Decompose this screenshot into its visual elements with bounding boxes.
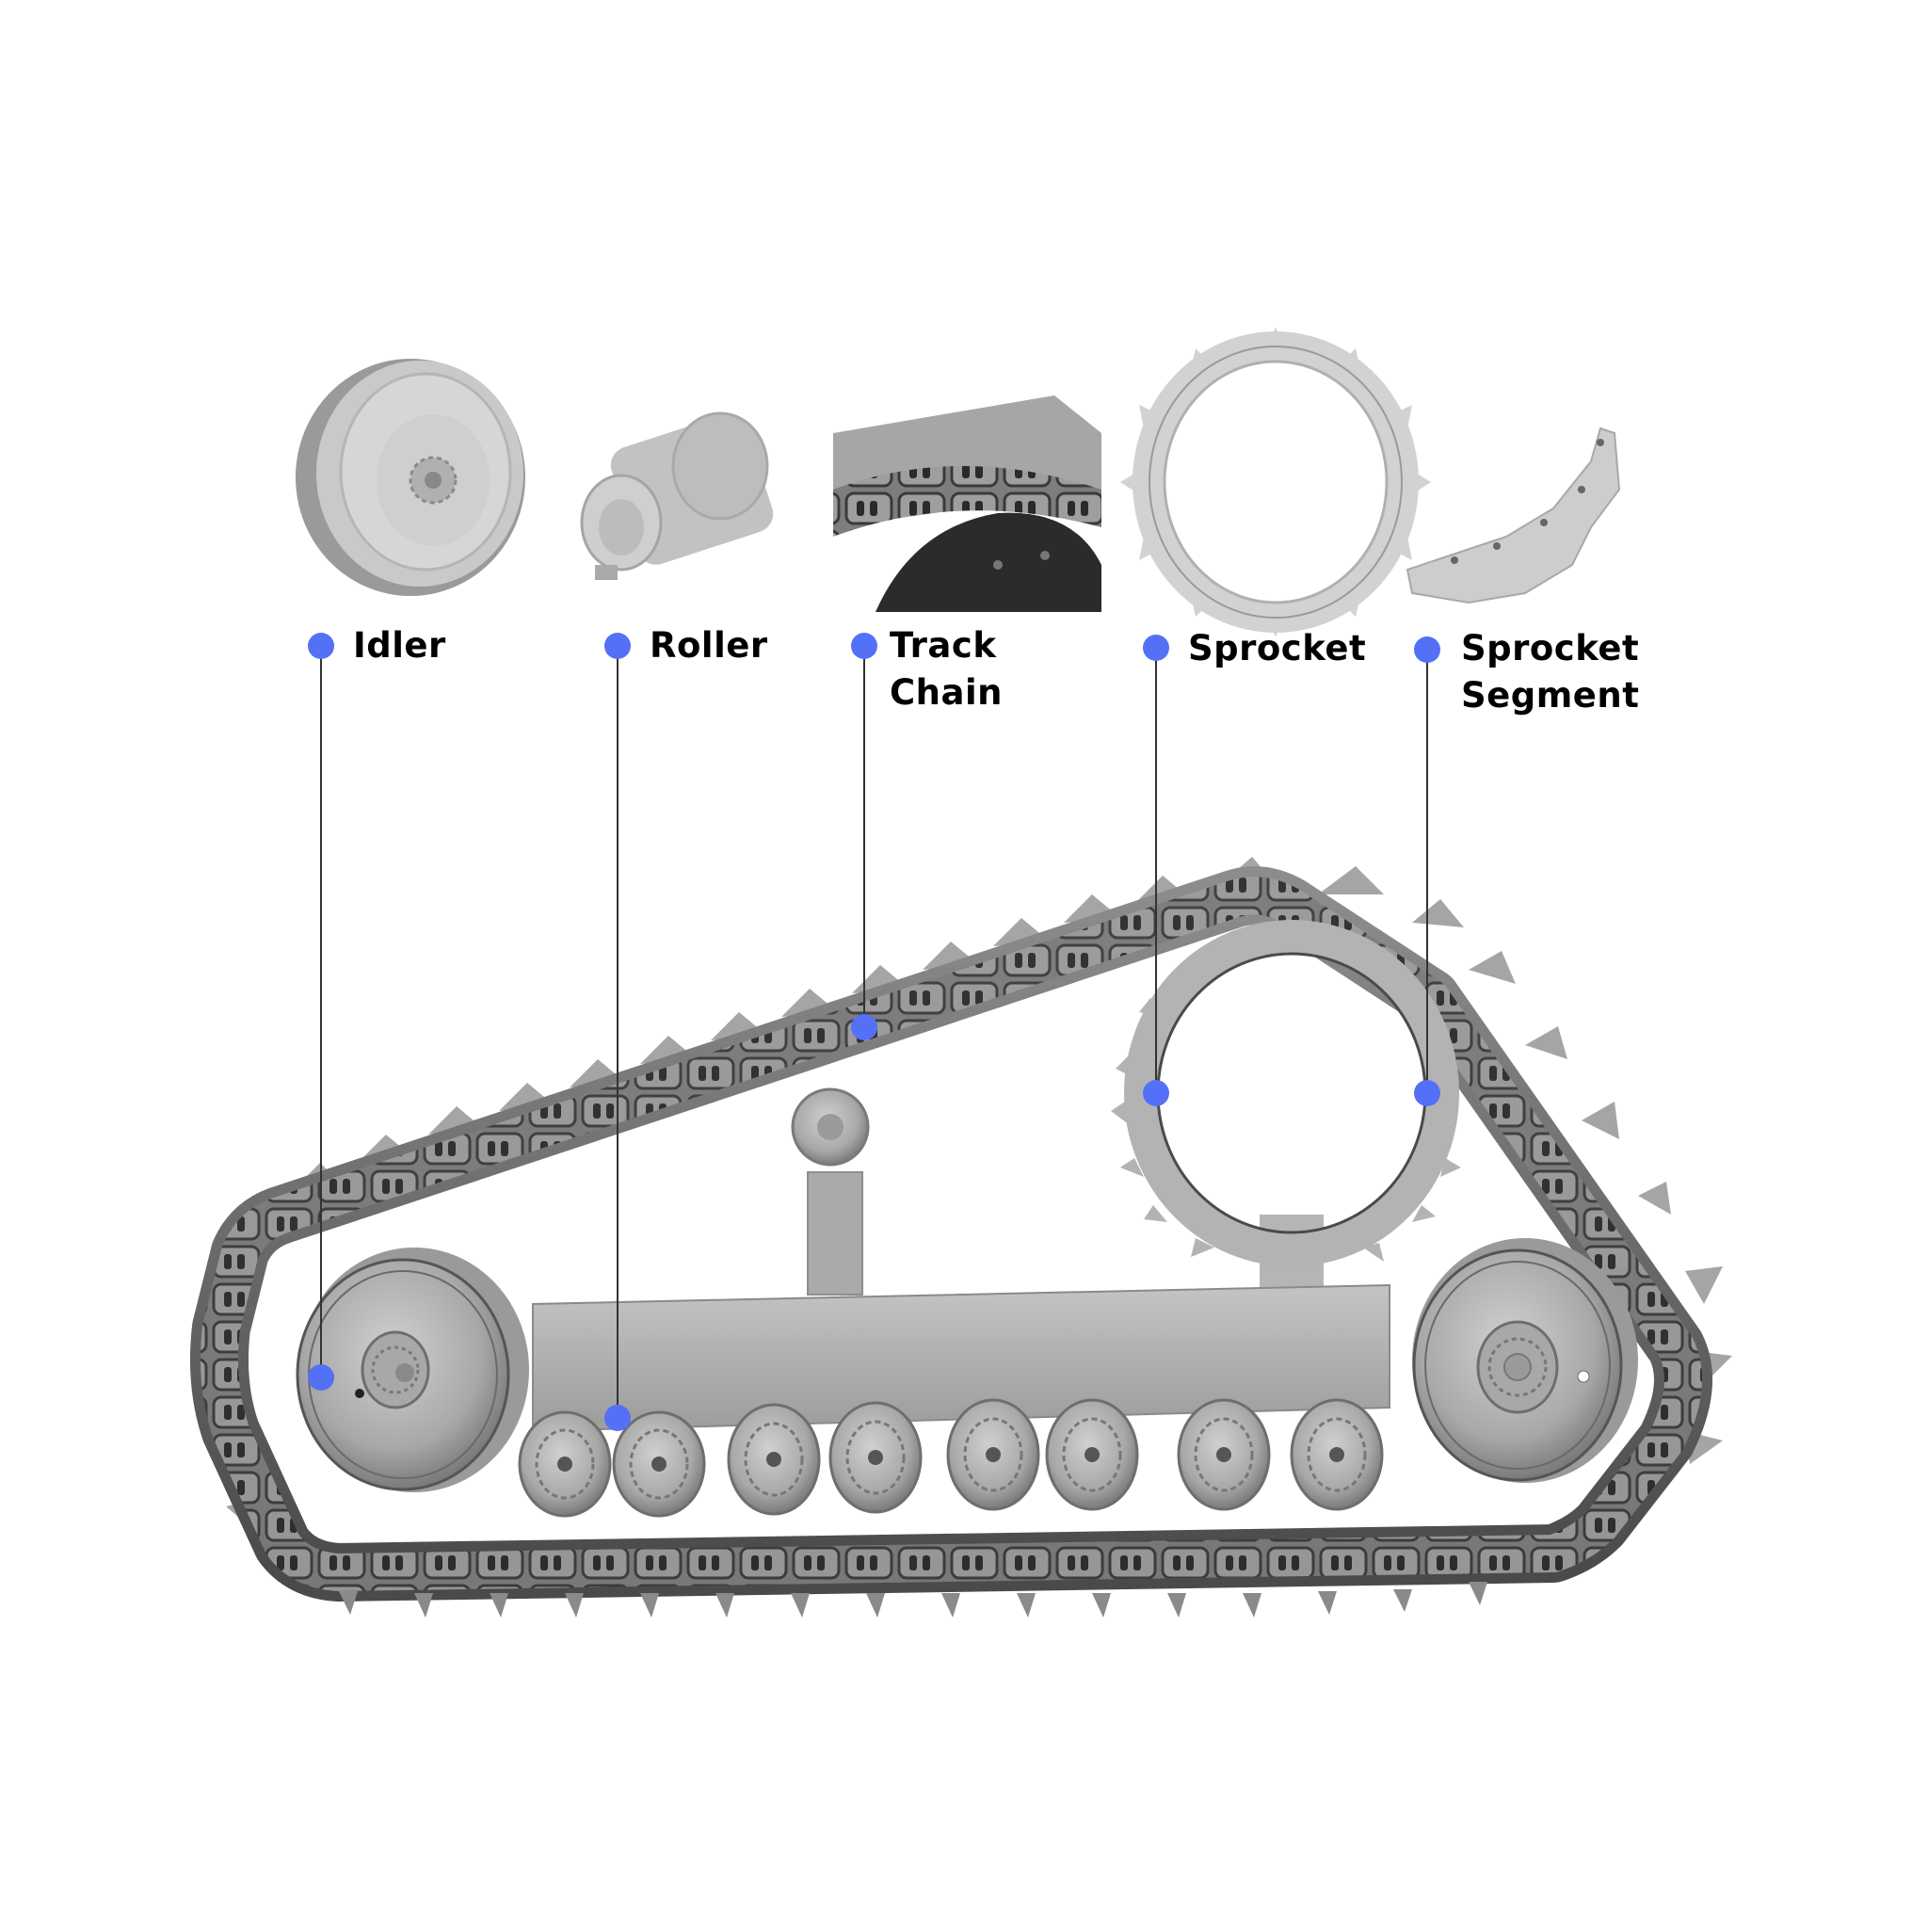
sprocket-segment-target-dot[interactable] bbox=[1414, 1080, 1440, 1106]
track-chain-thumbnail bbox=[833, 395, 1104, 612]
leader-lines bbox=[320, 646, 1428, 1418]
sprocket-segment-label-dot bbox=[1414, 636, 1440, 663]
sprocket-label-dot bbox=[1143, 635, 1169, 661]
idler-label-dot bbox=[308, 633, 334, 659]
carrier-post bbox=[807, 1171, 863, 1296]
track-frame bbox=[532, 1283, 1390, 1433]
track-chain-label-line-2: Chain bbox=[890, 672, 1003, 713]
sprocket-target-dot[interactable] bbox=[1143, 1080, 1169, 1106]
front-idler bbox=[296, 1248, 529, 1492]
sprocket-segment-thumbnail bbox=[1406, 427, 1621, 604]
track-chain-target-dot[interactable] bbox=[851, 1014, 877, 1040]
track-chain-label-dot bbox=[851, 633, 877, 659]
idler-target-dot[interactable] bbox=[308, 1364, 334, 1391]
sprocket-label: Sprocket bbox=[1188, 625, 1366, 672]
idler-label: Idler bbox=[353, 622, 446, 669]
roller-thumbnail bbox=[580, 411, 774, 580]
roller-label-dot bbox=[604, 633, 631, 659]
track-assembly bbox=[189, 857, 1732, 1618]
track-rollers bbox=[518, 1398, 1384, 1518]
marker-dots bbox=[308, 633, 1440, 1431]
main-sprocket bbox=[1111, 920, 1461, 1290]
roller-label-text: Roller bbox=[650, 625, 768, 666]
sprocket-segment-label: Sprocket Segment bbox=[1461, 625, 1639, 719]
track-chain-label-line-1: Track bbox=[890, 625, 997, 666]
rear-idler bbox=[1412, 1238, 1638, 1483]
sprocket-segment-label-line-1: Sprocket bbox=[1461, 628, 1640, 668]
track-chain-label: Track Chain bbox=[890, 622, 1003, 716]
roller-target-dot[interactable] bbox=[604, 1405, 631, 1431]
sprocket-label-text: Sprocket bbox=[1188, 628, 1367, 668]
idler-thumbnail bbox=[296, 359, 525, 596]
sprocket-segment-label-line-2: Segment bbox=[1461, 675, 1640, 716]
sprocket-thumbnail bbox=[1120, 328, 1431, 636]
idler-label-text: Idler bbox=[353, 625, 446, 666]
bottom-grousers bbox=[339, 1582, 1487, 1618]
roller-label: Roller bbox=[650, 622, 768, 669]
